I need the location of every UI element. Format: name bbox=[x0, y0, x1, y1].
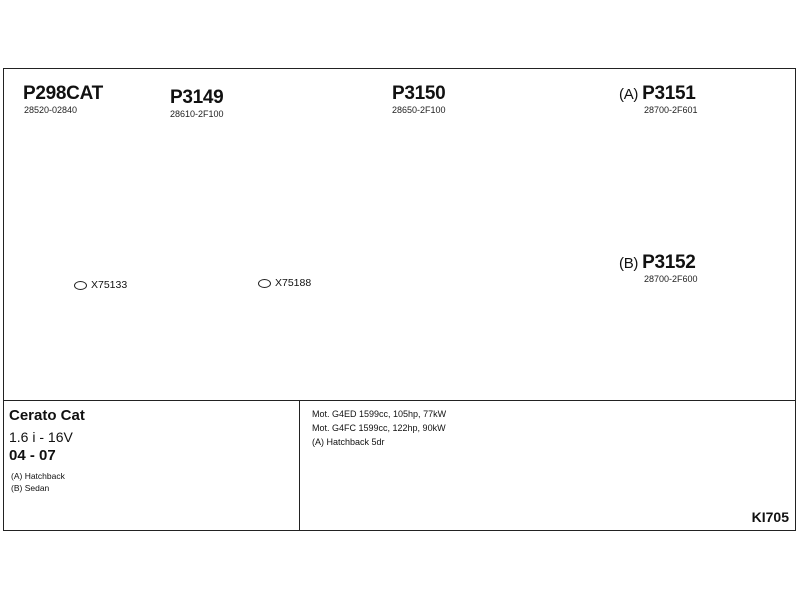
oem-number-front-pipe: 28610-2F100 bbox=[170, 109, 224, 119]
kit-code: KI705 bbox=[751, 509, 789, 525]
part-code-rear-a-text: P3151 bbox=[642, 83, 696, 104]
oem-number-rear-a: 28700-2F601 bbox=[644, 105, 698, 115]
part-code-rear-a: (A)P3151 bbox=[619, 83, 696, 105]
vehicle-years: 04 - 07 bbox=[9, 447, 56, 464]
part-code-rear-b: (B)P3152 bbox=[619, 252, 696, 274]
part-code-cat: P298CAT bbox=[23, 83, 103, 104]
part-code-center-pipe: P3150 bbox=[392, 83, 446, 104]
variant-prefix-b: (B) bbox=[619, 255, 639, 272]
vehicle-engine: 1.6 i - 16V bbox=[9, 429, 73, 445]
motor-note-1: Mot. G4ED 1599cc, 105hp, 77kW bbox=[312, 409, 447, 419]
oem-number-center-pipe: 28650-2F100 bbox=[392, 105, 446, 115]
panel-divider bbox=[299, 401, 300, 531]
clamp-label-2: X75188 bbox=[258, 277, 311, 289]
vehicle-model: Cerato Cat bbox=[9, 407, 85, 424]
part-code-front-pipe: P3149 bbox=[170, 87, 224, 108]
clamp-label-1: X75133 bbox=[74, 279, 127, 291]
motor-note-2: Mot. G4FC 1599cc, 122hp, 90kW bbox=[312, 423, 446, 433]
clamp-code-1: X75133 bbox=[91, 279, 128, 291]
clamp-code-2: X75188 bbox=[275, 277, 312, 289]
variant-b-label: (B) Sedan bbox=[11, 483, 50, 493]
variant-a-label: (A) Hatchback bbox=[11, 471, 65, 481]
info-panel: Cerato Cat 1.6 i - 16V 04 - 07 (A) Hatch… bbox=[4, 400, 795, 531]
part-code-rear-b-text: P3152 bbox=[642, 252, 696, 273]
motor-note-3: (A) Hatchback 5dr bbox=[312, 437, 385, 447]
oem-number-rear-b: 28700-2F600 bbox=[644, 274, 698, 284]
gasket-ring-icon bbox=[258, 278, 271, 288]
oem-number-cat: 28520-02840 bbox=[24, 105, 78, 115]
diagram-sheet: P298CAT 28520-02840 P3149 28610-2F100 P3… bbox=[3, 68, 796, 531]
gasket-ring-icon bbox=[74, 280, 87, 290]
variant-prefix-a: (A) bbox=[619, 86, 639, 103]
